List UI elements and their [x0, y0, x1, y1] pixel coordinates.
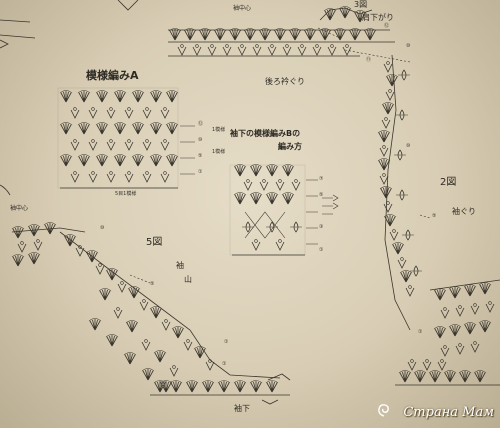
shoulder-down-label: 肩下がり — [362, 13, 394, 22]
pattern-a-swatch — [57, 87, 195, 189]
figure-3-yoke-chart — [168, 6, 411, 63]
row-marker-pattern-b-1: ⑦ — [319, 176, 324, 182]
pattern-a-bottom-label: 5目1模様 — [115, 191, 137, 197]
row-marker-pattern-b-2: ⑤ — [319, 192, 324, 198]
watermark-text: Страна Мам — [403, 405, 494, 420]
row-marker-fig2-bottom: ① — [418, 329, 423, 335]
figure-2-label: 2図 — [440, 177, 457, 188]
figure-3-label: 3図 — [354, 0, 368, 9]
row-marker-pattern-a-2: ⑩ — [198, 137, 203, 143]
row-marker-pattern-a-4: ① — [198, 169, 203, 175]
row-marker-pattern-a-1: ⑫ — [198, 121, 204, 127]
row-marker-fig5-bottom: ① — [222, 361, 227, 367]
row-marker-fig5-top: ⑩ — [100, 225, 105, 231]
row-marker-fig2-lower: ⑤ — [432, 213, 437, 219]
row-marker-back-right: ⑪ — [366, 57, 372, 63]
pattern-b-title-line-2: 編み方 — [278, 142, 302, 151]
underarm-label: 袖下 — [234, 404, 250, 413]
row-marker-fig5-lower: ① — [224, 339, 229, 345]
figure-5-label: 5図 — [146, 237, 163, 248]
row-marker-pattern-b-3: ③ — [319, 224, 324, 230]
sleeve-center-left-label: 袖中心 — [10, 205, 29, 212]
row-marker-fig5-mid: ⑤ — [150, 281, 155, 287]
row-marker-fig3-right: ⑩ — [406, 43, 411, 49]
sleeve-cap-label-2: 山 — [184, 275, 192, 284]
lower-right-fan-area — [395, 279, 500, 386]
pattern-a-title: 模様編みA — [86, 69, 139, 82]
armhole-label: 袖ぐり — [452, 207, 476, 216]
row-marker-fig2-mid: ⑩ — [406, 143, 411, 149]
pattern-b-title-line-1: 袖下の模様編みBの — [230, 129, 301, 138]
row-marker-pattern-b-4: ① — [319, 247, 324, 253]
pattern-a-repeat-label-b: 1模様 — [212, 149, 226, 155]
pattern-a-repeat-label-a: 1模様 — [212, 127, 226, 133]
figure-5-sleeve-cap-chart — [11, 222, 291, 405]
top-left-fragment — [0, 0, 139, 196]
row-marker-pattern-a-3: ⑤ — [198, 153, 203, 159]
sleeve-cap-label-1: 袖 — [176, 261, 184, 270]
pattern-b-swatch — [229, 164, 339, 256]
row-marker-yoke-top: ⑫ — [384, 23, 390, 29]
figure-2-armhole-chart — [377, 54, 431, 331]
watermark-swirl-icon — [378, 404, 389, 417]
sleeve-center-top-label: 袖中心 — [233, 5, 252, 12]
back-neck-label: 後ろ衿ぐり — [265, 77, 305, 86]
